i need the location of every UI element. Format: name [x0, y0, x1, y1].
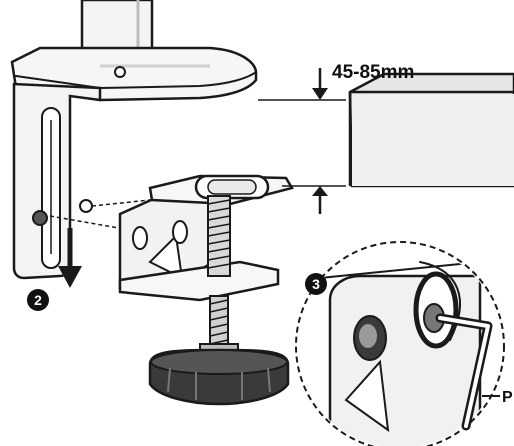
svg-text:3: 3 — [312, 276, 320, 292]
measurement-label: 45-85mm — [332, 62, 414, 83]
step-3-badge: 3 — [305, 273, 327, 295]
svg-text:2: 2 — [34, 292, 42, 308]
arrow-down-icon — [58, 228, 82, 288]
lower-clamp-bracket — [118, 174, 294, 302]
tightening-knob — [148, 343, 290, 406]
screw-icon — [32, 199, 151, 231]
clamp-side-bracket — [12, 82, 102, 280]
threaded-rod — [207, 195, 231, 351]
measurement-lines — [258, 68, 346, 214]
desk-edge — [348, 72, 514, 188]
callout-label: P — [502, 389, 513, 406]
step-2-badge: 2 — [27, 289, 49, 311]
allen-key-icon — [435, 313, 493, 431]
